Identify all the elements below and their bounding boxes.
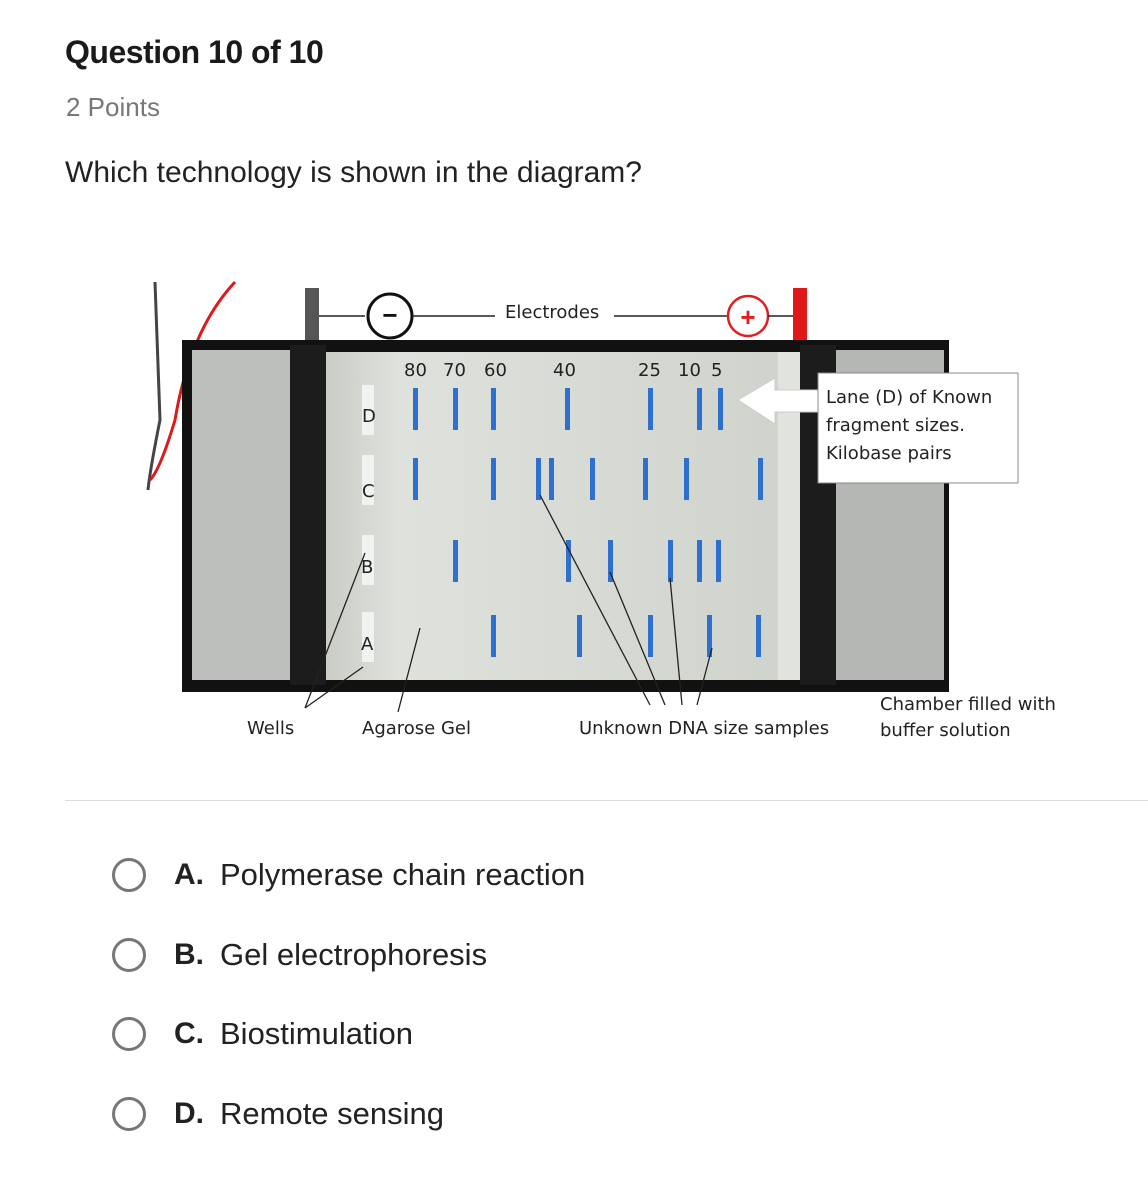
option-d[interactable]: D. Remote sensing — [112, 1092, 444, 1136]
lane-a-bands — [491, 615, 761, 657]
svg-text:5: 5 — [711, 360, 722, 381]
svg-text:Kilobase pairs: Kilobase pairs — [826, 443, 952, 464]
dna-bands — [413, 388, 763, 657]
red-wire — [148, 280, 237, 482]
svg-text:10: 10 — [678, 360, 701, 381]
agarose-gel-label: Agarose Gel — [362, 718, 471, 739]
negative-electrode — [305, 288, 319, 340]
svg-text:Lane (D) of Known: Lane (D) of Known — [826, 387, 992, 408]
svg-text:60: 60 — [484, 360, 507, 381]
question-title: Question 10 of 10 — [65, 34, 324, 70]
svg-text:40: 40 — [553, 360, 576, 381]
option-c[interactable]: C. Biostimulation — [112, 1012, 413, 1056]
leader-lines — [304, 494, 713, 713]
wells-label: Wells — [247, 718, 294, 739]
chamber-label-2: buffer solution — [880, 720, 1011, 741]
lane-c-bands — [413, 458, 763, 500]
electrodes-label: Electrodes — [505, 302, 599, 323]
agarose-gel — [326, 352, 800, 680]
radio-button[interactable] — [112, 858, 146, 892]
plus-icon — [726, 294, 770, 338]
svg-text:−: − — [382, 300, 397, 330]
chamber-label-1: Chamber filled with — [880, 694, 1056, 715]
svg-text:fragment sizes.: fragment sizes. — [826, 415, 965, 436]
svg-text:C: C — [362, 481, 375, 502]
option-b[interactable]: B. Gel electrophoresis — [112, 933, 487, 977]
size-labels: 80 70 60 40 25 10 5 — [404, 360, 722, 381]
svg-text:+: + — [740, 302, 755, 332]
svg-text:25: 25 — [638, 360, 661, 381]
svg-text:80: 80 — [404, 360, 427, 381]
option-a[interactable]: A. Polymerase chain reaction — [112, 853, 585, 897]
svg-text:70: 70 — [443, 360, 466, 381]
callout-arrow-icon — [737, 377, 819, 425]
radio-button[interactable] — [112, 1097, 146, 1131]
samples-label: Unknown DNA size samples — [579, 718, 829, 739]
minus-icon — [366, 292, 414, 340]
points-label: 2 Points — [66, 92, 160, 122]
radio-button[interactable] — [112, 938, 146, 972]
lane-labels: D C B A — [361, 406, 376, 655]
svg-text:A: A — [361, 634, 374, 655]
known-lane-callout — [817, 372, 1019, 484]
lane-d-bands — [413, 388, 723, 430]
wells — [362, 385, 374, 662]
question-text: Which technology is shown in the diagram… — [65, 156, 642, 189]
lane-b-bands — [453, 540, 721, 582]
black-wire — [146, 281, 162, 491]
buffer-chamber — [182, 340, 949, 692]
svg-text:D: D — [362, 406, 376, 427]
svg-text:B: B — [361, 557, 373, 578]
radio-button[interactable] — [112, 1017, 146, 1051]
divider — [65, 800, 1148, 801]
positive-electrode — [793, 288, 807, 340]
